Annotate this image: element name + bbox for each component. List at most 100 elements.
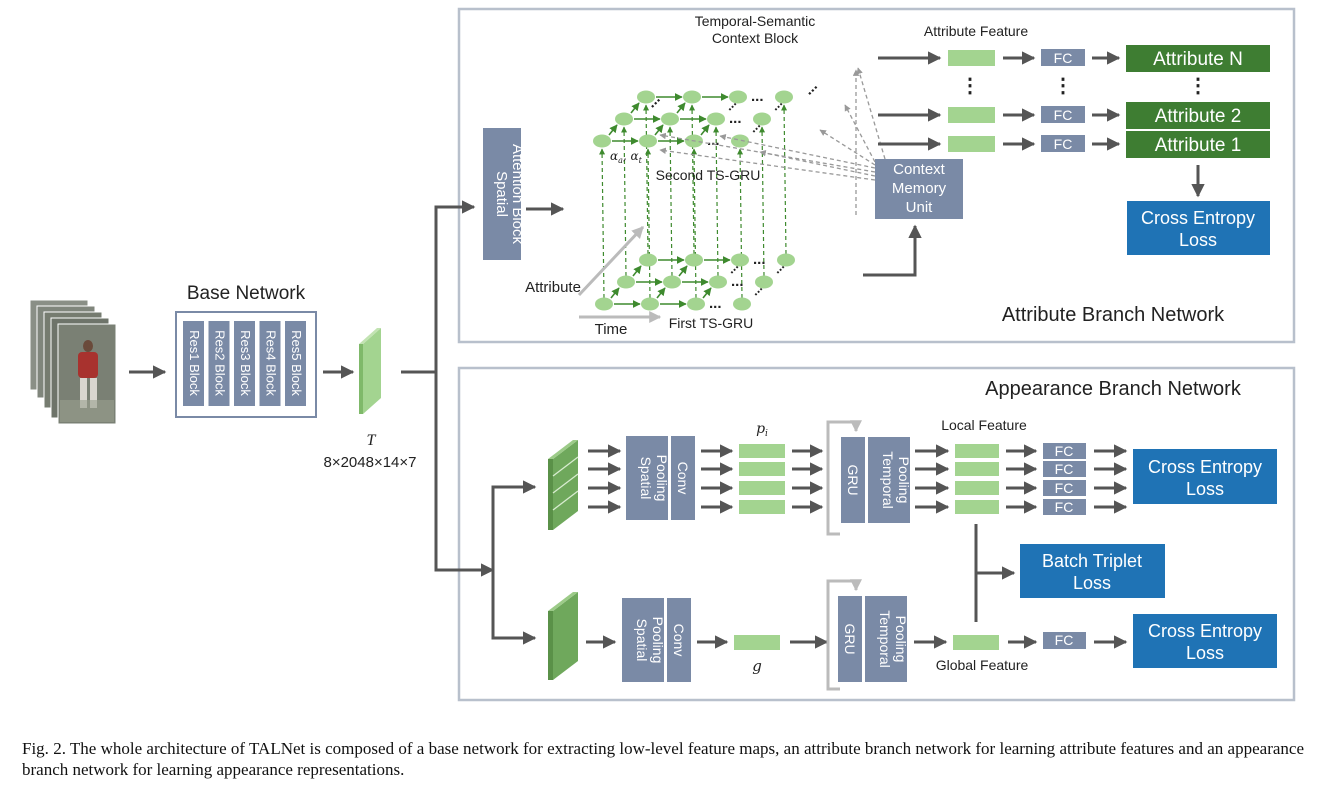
local-fc <box>1043 443 1086 459</box>
global-conv-label: Conv <box>671 624 687 657</box>
figure-caption: Fig. 2. The whole architecture of TALNet… <box>22 739 1304 779</box>
attribute-output-label: Attribute 2 <box>1155 106 1242 127</box>
global-feature-label: Global Feature <box>936 657 1029 673</box>
memory-edge <box>719 133 876 169</box>
ts-block-title: Context Block <box>712 30 799 46</box>
gru-node <box>775 90 793 104</box>
lattice-ellipsis: ... <box>753 251 766 268</box>
attribute-fc-label: FC <box>1054 107 1073 123</box>
g-label: g <box>752 657 762 675</box>
triplet-loss-label: Batch Triplet <box>1042 551 1142 571</box>
res-block <box>234 321 255 406</box>
attribute-output <box>1126 45 1270 72</box>
local-part-vector <box>739 481 785 495</box>
local-temporal-pooling <box>868 437 910 523</box>
gru-node <box>733 297 751 311</box>
gru-node <box>615 112 633 126</box>
attribute-panel-title: Attribute Branch Network <box>1002 304 1225 326</box>
res-block <box>208 321 230 406</box>
lattice-edge <box>676 102 686 114</box>
global-temporal-pooling <box>865 596 907 682</box>
gru-node <box>639 134 657 148</box>
gru-node <box>637 90 655 104</box>
attribute-output-label: Attribute 1 <box>1155 135 1242 156</box>
local-fc-label: FC <box>1055 499 1074 515</box>
lattice-edge <box>608 124 618 136</box>
lattice-ellipsis: ... <box>729 110 742 127</box>
local-feature-label: Local Feature <box>941 417 1027 433</box>
local-feature-vector <box>955 462 999 476</box>
local-loss-label: Loss <box>1186 479 1224 499</box>
global-temporal-pooling-label: Temporal <box>877 610 893 668</box>
lattice-vertical-edge <box>689 104 696 255</box>
res-block <box>259 321 281 406</box>
res-block-label: Res2 Block <box>213 330 228 396</box>
spatial-attention-label: Spatial <box>493 171 510 217</box>
lattice-vertical-edge <box>621 126 628 277</box>
global-conv <box>667 598 691 682</box>
local-spatial-pooling <box>626 436 668 520</box>
gru-node <box>639 253 657 267</box>
local-conv <box>671 436 695 520</box>
global-gru-label: GRU <box>842 623 858 654</box>
local-part-vector <box>739 500 785 514</box>
appearance-panel-title: Appearance Branch Network <box>985 378 1242 400</box>
attribute-feature-vector <box>948 107 995 123</box>
global-loss-label: Cross Entropy <box>1148 621 1262 641</box>
attribute-fc-label: FC <box>1054 50 1073 66</box>
ts-block-title: Temporal-Semantic <box>695 13 816 29</box>
lattice-vertical-edge <box>599 148 606 299</box>
local-part-vector <box>739 444 785 458</box>
local-cross-entropy-loss <box>1133 449 1277 504</box>
lattice-vertical-edge <box>691 148 698 299</box>
local-temporal-pooling-label: Pooling <box>896 457 912 504</box>
batch-triplet-loss <box>1020 544 1165 598</box>
attr-loss-label: Cross Entropy <box>1141 208 1255 228</box>
lattice-ellipsis: ... <box>707 132 720 149</box>
memory-edge <box>759 150 876 177</box>
axis-time-label: Time <box>595 321 628 338</box>
tensor-symbol: T <box>367 432 377 449</box>
lattice-vertical-edge <box>643 104 650 255</box>
res-block-label: Res3 Block <box>238 330 253 396</box>
alpha-label: αa, αt <box>610 149 643 165</box>
lattice-ellipsis: ... <box>709 295 722 312</box>
base-network-title: Base Network <box>187 283 306 304</box>
lattice-edge <box>654 124 664 136</box>
lattice-ellipsis: ... <box>751 88 764 105</box>
attr-vdots: ⋮ <box>960 75 980 97</box>
gru-node <box>731 253 749 267</box>
gru-node <box>595 297 613 311</box>
lattice-vertical-edge <box>759 126 766 277</box>
res-block <box>285 321 306 406</box>
local-fc-label: FC <box>1055 443 1074 459</box>
second-ts-gru-label: Second TS-GRU <box>656 167 761 183</box>
global-temporal-pooling-label: Pooling <box>893 616 909 663</box>
local-temporal-pooling-label: Temporal <box>880 451 896 509</box>
gru-node <box>663 275 681 289</box>
feature-tensor-t <box>359 328 381 414</box>
lattice-vertical-edge <box>737 148 744 299</box>
attribute-output-label: Attribute N <box>1153 49 1243 70</box>
context-memory-label: Context <box>893 161 946 178</box>
gru-node <box>661 112 679 126</box>
first-ts-gru-label: First TS-GRU <box>669 315 754 331</box>
lattice-edge <box>610 287 620 299</box>
local-feature-vector <box>955 481 999 495</box>
gru-node <box>683 90 701 104</box>
local-fc-label: FC <box>1055 461 1074 477</box>
lattice-edge <box>702 287 712 299</box>
global-spatial-pooling-label: Pooling <box>650 617 666 664</box>
local-gru-loop <box>826 420 862 536</box>
triplet-loss-label: Loss <box>1073 573 1111 593</box>
memory-edge <box>659 147 876 181</box>
local-part-vector <box>739 462 785 476</box>
res-block-label: Res4 Block <box>264 330 279 396</box>
local-spatial-pooling-label: Spatial <box>638 457 654 500</box>
lattice-edge <box>632 265 642 277</box>
gru-node <box>777 253 795 267</box>
lattice-ellipsis: ... <box>731 273 744 290</box>
local-fc <box>1043 461 1086 477</box>
memory-edge <box>819 129 876 166</box>
context-memory-label: Memory <box>892 180 947 197</box>
